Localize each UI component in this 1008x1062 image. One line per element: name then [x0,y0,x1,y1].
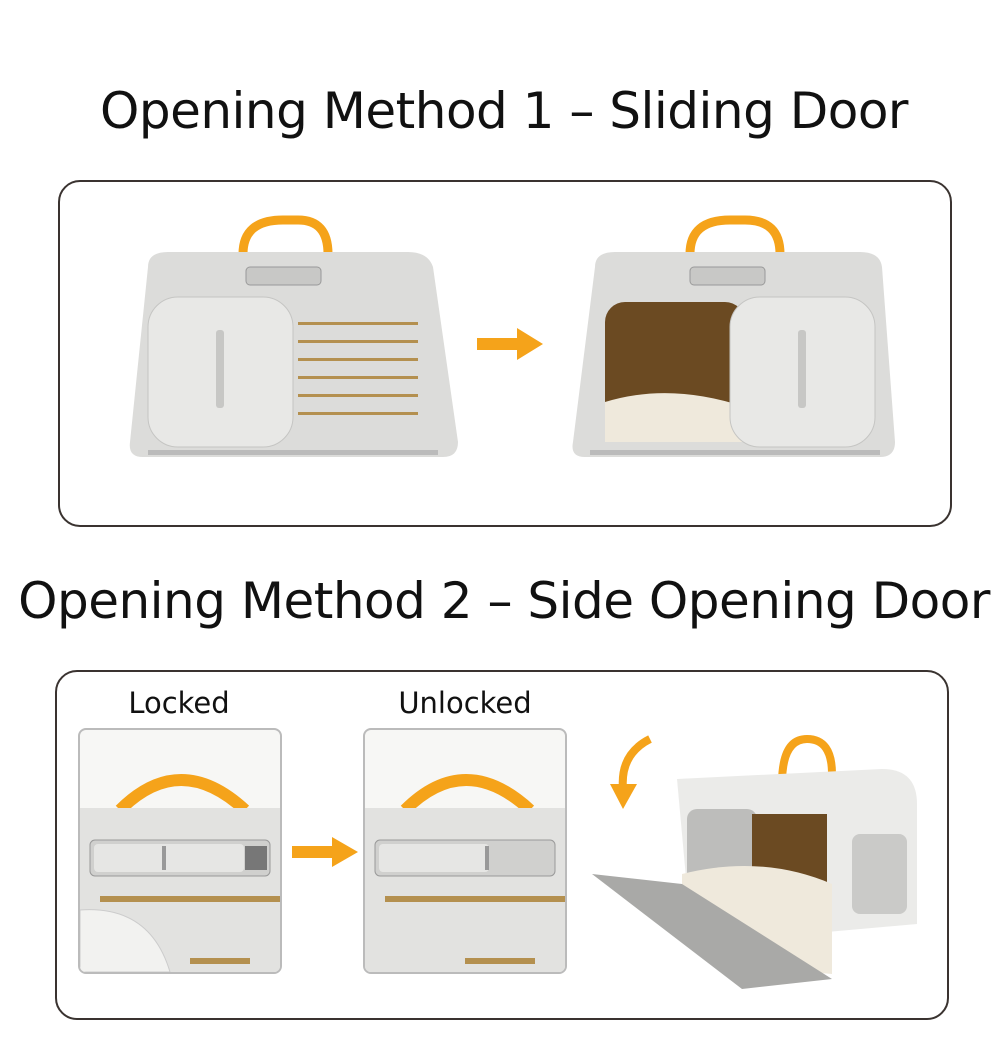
carrier-closed-image [129,215,458,457]
curved-arrow-down-icon [610,735,652,809]
unlocked-label: Unlocked [398,686,532,720]
carrier-open-image [572,215,895,457]
locked-label: Locked [128,686,230,720]
unlocked-closeup-image [363,728,567,974]
arrow-right-icon [292,837,358,867]
sliding-door-frame [58,180,952,527]
arrow-right-icon [477,328,543,360]
section1-title: Opening Method 1 – Sliding Door [100,82,909,140]
section2-title: Opening Method 2 – Side Opening Door [18,572,990,630]
carrier-side-open-image [592,734,917,989]
side-door-frame: Locked Unlocked [55,670,949,1020]
locked-closeup-image [78,728,282,974]
